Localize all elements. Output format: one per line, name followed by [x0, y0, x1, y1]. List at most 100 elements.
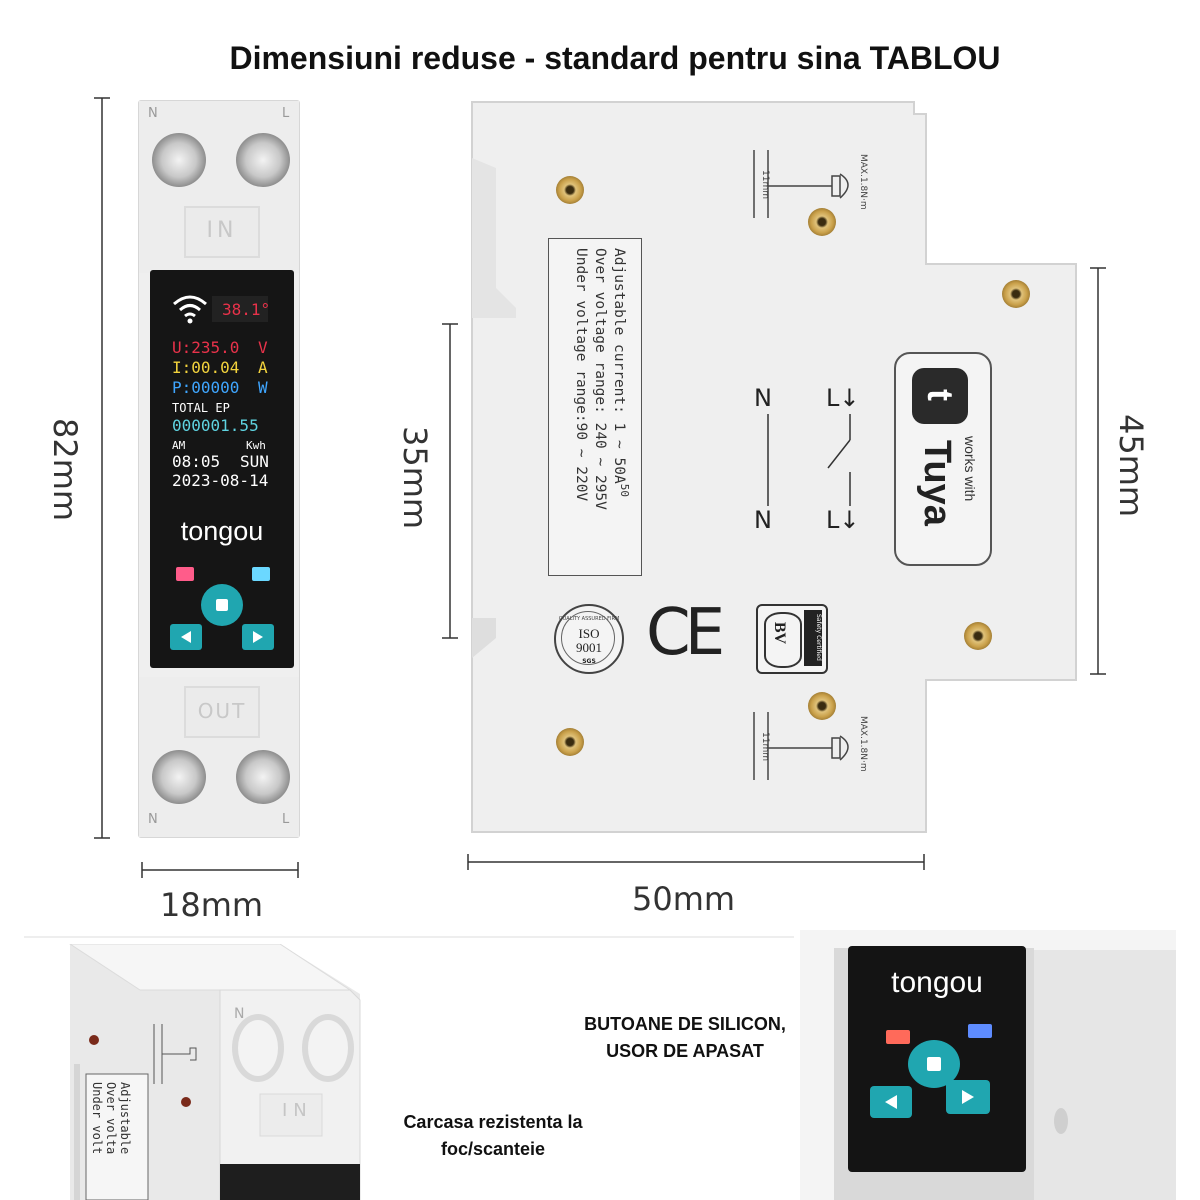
current-unit: A [258, 358, 268, 377]
rail-35-label: 35mm [396, 426, 434, 530]
brand-logo: tongou [180, 516, 264, 546]
page-title: Dimensiuni reduse - standard pentru sina… [229, 40, 1001, 76]
schematic-n-bottom: N [754, 506, 772, 534]
terminal-screw-bottom-l[interactable] [236, 750, 290, 804]
ce-mark: CE [646, 596, 725, 670]
torque-label-bottom: MAX.1.8N·m [858, 716, 868, 772]
tuya-logo-icon: t [912, 368, 968, 424]
schematic-n-top: N [754, 384, 772, 412]
led-right [252, 567, 270, 581]
in-label: IN [184, 206, 260, 258]
voltage-unit: V [258, 338, 268, 357]
temperature-readout: 38.1° [222, 300, 271, 319]
height-dimension-line [94, 97, 110, 839]
closeup-left-button[interactable] [870, 1086, 912, 1118]
kwh-label: Kwh [246, 439, 266, 452]
front-l-bottom: L [282, 812, 290, 827]
rivet-3 [1002, 280, 1030, 308]
energy-readout: 000001.55 [172, 416, 259, 435]
iso-bottom: SGS [582, 658, 596, 665]
out-label: OUT [184, 686, 260, 738]
height-45-label: 45mm [1112, 414, 1150, 518]
spec-text: Adjustable current: 1 ~ 50A50 Over volta… [571, 248, 634, 510]
torque-diagram-top [753, 150, 849, 218]
rivet-2 [808, 208, 836, 236]
front-n-top: N [148, 106, 158, 121]
rivet-6 [556, 728, 584, 756]
iso-seal: QUALITY ASSURED FIRM ISO 9001 SGS [554, 604, 624, 674]
day-readout: SUN [240, 452, 269, 471]
stop-icon [216, 599, 228, 611]
torque-diagram-bottom [753, 712, 849, 780]
rail-dimension-line [442, 323, 458, 639]
spec-line-3: Under voltage range:90 ~ 220V [573, 248, 590, 502]
photo-n-mark: N [234, 1006, 245, 1022]
photo-in-label: IN [282, 1100, 313, 1121]
right-button[interactable] [242, 624, 274, 650]
iso-ring-text: QUALITY ASSURED FIRM [558, 616, 620, 622]
buttons-caption: BUTOANE DE SILICON, USOR DE APASAT [560, 1014, 810, 1062]
height-45-dimension-line [1090, 267, 1106, 675]
front-n-bottom: N [148, 812, 158, 827]
date-readout: 2023-08-14 [172, 471, 269, 490]
iso-line-1: ISO [578, 626, 600, 641]
arrow-right-icon [253, 631, 263, 643]
spec-line-2: Over voltage range: 240 ~ 295V [592, 248, 609, 510]
torque-label-top: MAX.1.8N·m [858, 154, 868, 210]
photo-spec-3: Under volt [90, 1082, 104, 1155]
closeup-right-button[interactable] [946, 1080, 990, 1114]
tuya-name: Tuya [916, 440, 958, 526]
total-ep-label: TOTAL EP [172, 401, 230, 415]
photo-spec-1: Adjustable [118, 1082, 132, 1155]
front-l-top: L [282, 106, 290, 121]
schematic-l-bottom: L↓ [826, 506, 860, 534]
divider-line [24, 936, 794, 938]
wifi-icon [173, 295, 207, 324]
switch-schematic [767, 414, 851, 506]
width-50-label: 50mm [632, 880, 736, 918]
bv-mark: BV Safety Certified [756, 604, 828, 674]
buttons-caption-line-1: BUTOANE DE SILICON, [584, 1014, 786, 1034]
photo-spec-2: Over volta [104, 1082, 118, 1155]
spec-super: 50 [618, 483, 631, 497]
closeup-stop-icon [927, 1057, 941, 1071]
width-18-label: 18mm [160, 886, 264, 924]
center-button[interactable] [201, 584, 243, 626]
housing-caption-line-1: Carcasa rezistenta la [403, 1112, 583, 1132]
housing-caption-line-2: foc/scanteie [440, 1139, 546, 1159]
time-readout: 08:05 [172, 452, 221, 471]
am-label: AM [172, 439, 186, 452]
closeup-brand: tongou [891, 966, 983, 999]
closeup-arrow-right-icon [962, 1090, 974, 1104]
current-readout: I:00.04 [172, 358, 240, 377]
closeup-center-button[interactable] [908, 1040, 960, 1088]
height-82-label: 82mm [46, 418, 84, 522]
rivet-5 [808, 692, 836, 720]
front-display-panel: 38.1° U:235.0 V I:00.04 A P:00000 W TOTA… [150, 270, 294, 668]
voltage-readout: U:235.0 [172, 338, 240, 357]
strip-label-top: 11mm [760, 170, 770, 199]
left-button[interactable] [170, 624, 202, 650]
strip-label-bottom: 11mm [760, 732, 770, 761]
iso-line-2: 9001 [576, 640, 602, 655]
led-left [176, 567, 194, 581]
housing-caption: Carcasa rezistenta la foc/scanteie [370, 1112, 616, 1160]
bv-text: Safety Certified [815, 614, 822, 661]
power-unit: W [258, 378, 268, 397]
buttons-caption-line-2: USOR DE APASAT [606, 1041, 764, 1061]
arrow-left-icon [181, 631, 191, 643]
tuya-works-with: works with [962, 436, 978, 502]
width-18-dimension-line [141, 862, 299, 878]
spec-box [548, 238, 642, 576]
terminal-screw-bottom-n[interactable] [152, 750, 206, 804]
power-readout: P:00000 [172, 378, 240, 397]
terminal-screw-top-l[interactable] [236, 133, 290, 187]
rivet-1 [556, 176, 584, 204]
terminal-screw-top-n[interactable] [152, 133, 206, 187]
schematic-l-top: L↓ [826, 384, 860, 412]
photo-spec-text: Adjustable Over volta Under volt [90, 1082, 132, 1154]
bv-letters: BV [771, 621, 789, 645]
closeup-led-right [968, 1024, 992, 1038]
closeup-led-left [886, 1030, 910, 1044]
spec-line-1: Adjustable current: 1 ~ 50A [611, 248, 628, 484]
